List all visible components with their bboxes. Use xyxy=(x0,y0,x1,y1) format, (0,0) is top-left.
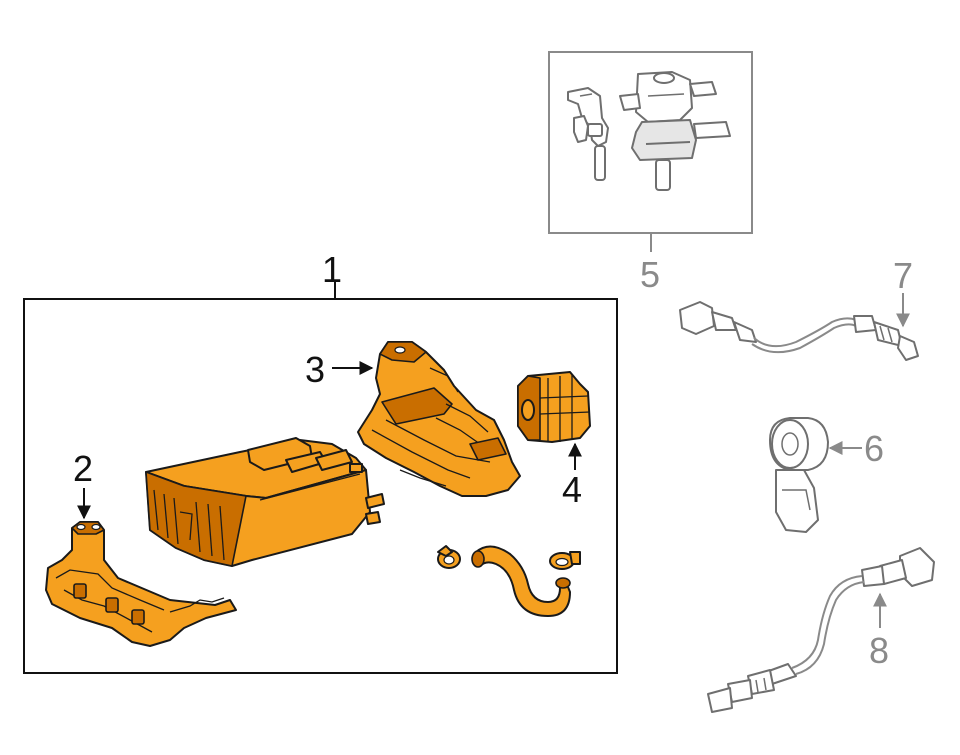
part-3-cover[interactable] xyxy=(357,341,521,497)
part-8-oxygen-sensor[interactable] xyxy=(707,547,935,713)
part-4-block[interactable] xyxy=(517,371,591,443)
callout-5-label: 5 xyxy=(640,254,660,295)
callout-6-label: 6 xyxy=(864,428,884,469)
callout-7-label: 7 xyxy=(893,255,913,296)
callout-2-label: 2 xyxy=(73,448,93,489)
charcoal-canister[interactable] xyxy=(145,437,385,567)
callout-3-label: 3 xyxy=(305,349,325,390)
part-2-bracket[interactable] xyxy=(45,521,237,647)
vacuum-valve xyxy=(567,71,731,191)
callout-4-label: 4 xyxy=(562,469,582,510)
part-6-sensor[interactable] xyxy=(769,417,829,533)
part-7-oxygen-sensor[interactable] xyxy=(679,301,919,361)
assembly-1-frame xyxy=(23,298,618,674)
part-5-group[interactable]: 5 xyxy=(548,51,753,295)
hose-and-clamps[interactable] xyxy=(437,545,581,617)
assembly-1-group[interactable]: 1 xyxy=(23,249,618,674)
callout-1-label: 1 xyxy=(322,249,342,290)
callout-8-label: 8 xyxy=(869,630,889,671)
